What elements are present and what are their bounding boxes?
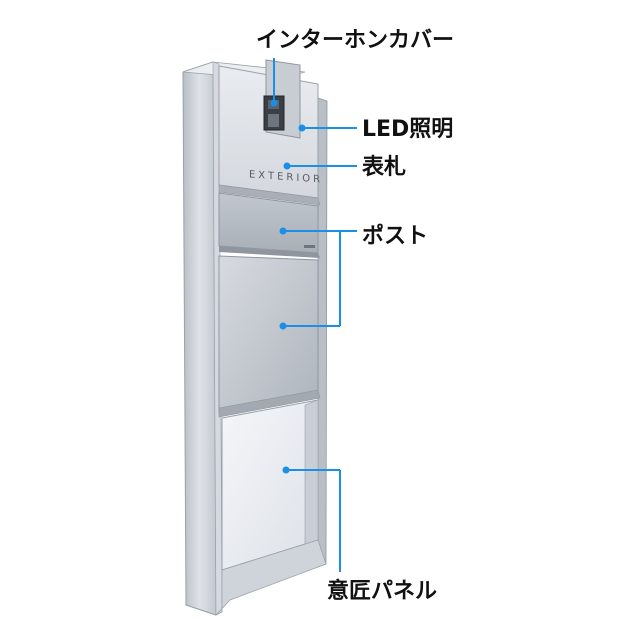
leader-dot [282,466,290,474]
post-bottom-ledge [218,389,321,418]
pillar-right-frame [317,97,328,568]
gate-pillar: EXTERIOR [182,59,328,616]
pillar-base [185,539,327,616]
leader-dot [279,322,287,330]
leader-dot [298,124,306,132]
callout-label: 意匠パネル [327,578,437,604]
post-door [218,255,319,415]
callout-led-light: LED照明 [298,117,453,142]
leader-dot [279,227,287,235]
callout-label: LED照明 [362,117,453,142]
callout-nameplate: 表札 [283,155,406,180]
callout-design-panel: 意匠パネル [282,466,437,604]
callout-label: ポスト [362,223,428,249]
post-slot-lip [219,246,320,258]
leader-dot [283,162,291,170]
nameplate-brand-text: EXTERIOR [249,169,323,185]
callout-label: インターホンカバー [256,28,454,53]
divider-ledge [218,184,321,206]
design-panel-side [304,399,319,546]
intercom-button [268,114,279,127]
post-lock [304,245,315,248]
callout-label: 表札 [362,155,406,180]
callout-intercom-cover: インターホンカバー [256,28,454,107]
leader-dot [270,99,278,107]
pillar-left-side [182,61,217,616]
callout-post: ポスト [279,223,428,330]
